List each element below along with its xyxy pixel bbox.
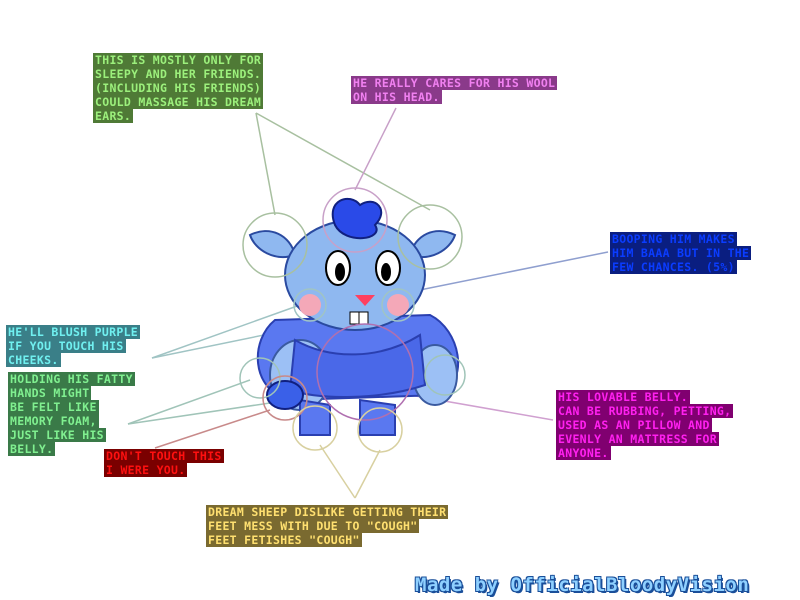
sheep-character — [248, 197, 459, 436]
note-line: feet fetishes "cough" — [206, 533, 362, 547]
note-line: belly. — [8, 442, 56, 456]
note-line: (including his friends) — [93, 81, 264, 95]
note-line: Holding his fatty — [8, 372, 135, 386]
note-line: if you touch his — [6, 339, 126, 353]
note-line: used as an pillow and — [556, 418, 712, 432]
note-line: on his head. — [351, 90, 442, 104]
note-wool: He really cares for his woolon his head. — [351, 76, 558, 104]
note-line: I were you. — [104, 463, 188, 477]
highlight-circles — [239, 187, 466, 453]
note-line: just like his — [8, 428, 106, 442]
note-line: ears. — [93, 109, 134, 123]
note-cheeks: He'll blush purpleif you touch hischeeks… — [6, 325, 141, 367]
note-line: cheeks. — [6, 353, 61, 367]
note-line: Don't touch this — [104, 449, 224, 463]
note-line: Booping him makes — [610, 232, 737, 246]
note-line: hands might — [8, 386, 92, 400]
note-line: memory foam, — [8, 414, 99, 428]
note-tail: Don't touch thisI were you. — [104, 449, 224, 477]
note-belly: His lovable belly.Can be rubbing, pettin… — [556, 390, 734, 460]
note-line: He'll blush purple — [6, 325, 141, 339]
note-line: Dream sheep dislike getting their — [206, 505, 449, 519]
note-line: anyone. — [556, 446, 611, 460]
note-line: His lovable belly. — [556, 390, 691, 404]
note-line: few chances. (5%) — [610, 260, 737, 274]
note-hands: Holding his fattyhands mightbe felt like… — [8, 372, 135, 456]
note-line: He really cares for his wool — [351, 76, 558, 90]
note-nose: Booping him makeshim baaa but in thefew … — [610, 232, 752, 274]
note-line: feet mess with due to "cough" — [206, 519, 420, 533]
note-line: could massage his dream — [93, 95, 264, 109]
note-line: be felt like — [8, 400, 99, 414]
note-line: him baaa but in the — [610, 246, 752, 260]
note-feet: Dream sheep dislike getting theirfeet me… — [206, 505, 449, 547]
note-line: Can be rubbing, petting, — [556, 404, 734, 418]
note-line: Sleepy and her friends. — [93, 67, 264, 81]
artist-credit: Made by OfficialBloodyVision — [415, 574, 750, 596]
note-line: evenly an mattress for — [556, 432, 719, 446]
note-line: This is mostly only for — [93, 53, 264, 67]
note-ears: This is mostly only forSleepy and her fr… — [93, 53, 264, 123]
